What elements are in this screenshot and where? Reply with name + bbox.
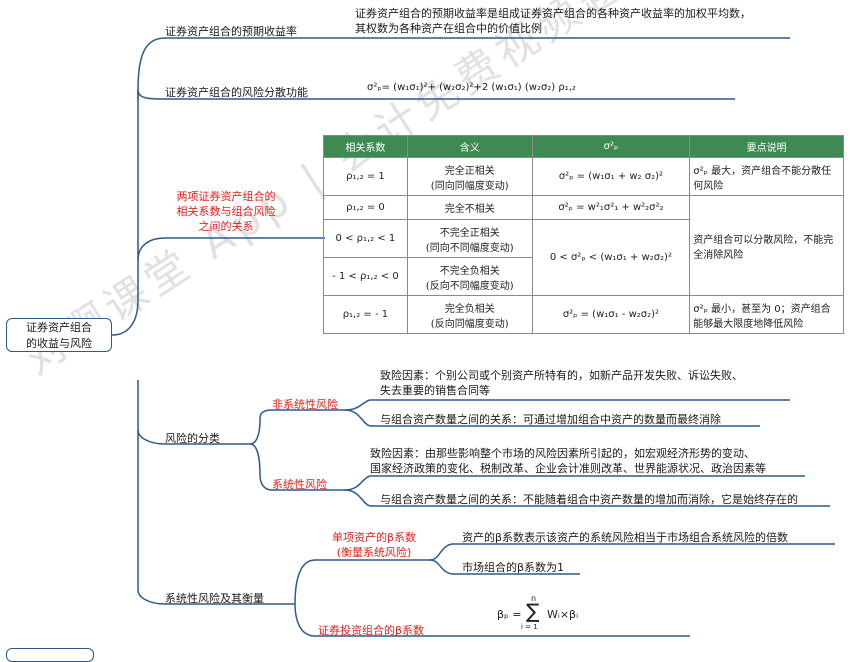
systematic-risk-label[interactable]: 系统性风险 bbox=[272, 478, 327, 491]
formula-sum-bottom: i = 1 bbox=[521, 623, 538, 631]
root-line1: 证券资产组合 bbox=[26, 321, 92, 334]
beta-label[interactable]: 系统性风险及其衡量 bbox=[165, 592, 264, 605]
expected-return-note-line2: 其权数为各种资产在组合中的价值比例 bbox=[355, 22, 542, 35]
unsystematic-cause-line1: 致险因素：个别公司或个别资产所特有的，如新产品开发失败、诉讼失败、 bbox=[380, 369, 743, 382]
beta-definition: 资产的β系数表示该资产的系统风险相当于市场组合系统风险的倍数 bbox=[462, 531, 789, 544]
meaning-line2: (同向同幅度变动) bbox=[430, 180, 509, 192]
single-asset-beta-label[interactable]: 单项资产的β系数 (衡量系统风险) bbox=[318, 530, 430, 560]
cell-coef: ρ₁,₂ = - 1 bbox=[323, 295, 408, 334]
risk-types-label[interactable]: 风险的分类 bbox=[165, 432, 220, 445]
cell-coef: 0 < ρ₁,₂ < 1 bbox=[323, 219, 408, 258]
table-header-row: 相关系数 含义 σ²ₚ 要点说明 bbox=[323, 135, 844, 158]
portfolio-variance-formula: σ²ₚ= (w₁σ₁)²+ (w₂σ₂)²+2 (w₁σ₁) (w₂σ₂) ρ₁… bbox=[367, 82, 576, 93]
meaning-line2: (同向不同幅度变动) bbox=[425, 242, 514, 254]
cell-point: σ²ₚ 最大，资产组合不能分散任何风险 bbox=[689, 157, 844, 196]
cell-point: σ²ₚ 最小，甚至为 0；资产组合能够最大限度地降低风险 bbox=[689, 295, 844, 334]
correlation-label[interactable]: 两项证券资产组合的 相关系数与组合风险 之间的关系 bbox=[166, 189, 286, 234]
cell-coef: - 1 < ρ₁,₂ < 0 bbox=[323, 257, 408, 296]
cell-meaning: 不完全正相关 (同向不同幅度变动) bbox=[406, 219, 533, 258]
portfolio-beta-label[interactable]: 证券投资组合的β系数 bbox=[318, 624, 425, 637]
meaning-line2: (反向不同幅度变动) bbox=[425, 280, 514, 292]
systematic-relation: 与组合资产数量之间的关系：不能随着组合中资产数量的增加而消除，它是始终存在的 bbox=[380, 493, 798, 506]
cell-meaning: 不完全负相关 (反向不同幅度变动) bbox=[406, 257, 533, 296]
table-row: ρ₁,₂ = 0 完全不相关 σ²ₚ = w²₁σ²₁ + w²₂σ²₂ 资产组… bbox=[323, 195, 844, 296]
systematic-cause-line2: 国家经济政策的变化、税制改革、企业会计准则改革、世界能源状况、政治因素等 bbox=[370, 462, 766, 475]
formula-rhs: Wᵢ×βᵢ bbox=[547, 608, 579, 621]
table-row: 0 < ρ₁,₂ < 1 不完全正相关 (同向不同幅度变动) 0 < σ²ₚ < … bbox=[323, 219, 844, 296]
unsystematic-cause: 致险因素：个别公司或个别资产所特有的，如新产品开发失败、诉讼失败、 失去重要的销… bbox=[380, 368, 743, 398]
unsystematic-relation: 与组合资产数量之间的关系：可通过增加组合中资产的数量而最终消除 bbox=[380, 413, 721, 426]
header-meaning: 含义 bbox=[406, 135, 533, 158]
meaning-line2: (反向同幅度变动) bbox=[430, 318, 509, 330]
table-row: ρ₁,₂ = 1 完全正相关 (同向同幅度变动) σ²ₚ = (w₁σ₁ + w₂… bbox=[323, 157, 844, 196]
systematic-cause-line1: 致险因素：由那些影响整个市场的风险因素所引起的，如宏观经济形势的变动、 bbox=[370, 447, 755, 460]
table-row: ρ₁,₂ = - 1 完全负相关 (反向同幅度变动) σ²ₚ = (w₁σ₁ - … bbox=[323, 295, 844, 334]
systematic-cause: 致险因素：由那些影响整个市场的风险因素所引起的，如宏观经济形势的变动、 国家经济… bbox=[370, 446, 766, 476]
sigma-sum-icon: ∑ bbox=[526, 599, 540, 623]
cell-sigma: σ²ₚ = (w₁σ₁ + w₂ σ₂)² bbox=[531, 157, 691, 196]
meaning-line1: 完全正相关 bbox=[444, 165, 495, 177]
cell-coef: ρ₁,₂ = 1 bbox=[323, 157, 408, 196]
unsystematic-risk-label[interactable]: 非系统性风险 bbox=[272, 398, 338, 411]
next-root-node[interactable] bbox=[6, 648, 94, 662]
single-beta-line2: (衡量系统风险) bbox=[336, 546, 412, 559]
meaning-line1: 不完全负相关 bbox=[439, 265, 500, 277]
root-node[interactable]: 证券资产组合 的收益与风险 bbox=[6, 318, 112, 352]
header-point: 要点说明 bbox=[689, 135, 844, 158]
cell-sigma-merged: 0 < σ²ₚ < (w₁σ₁ + w₂σ₂)² bbox=[531, 219, 691, 296]
cell-meaning: 完全负相关 (反向同幅度变动) bbox=[406, 295, 533, 334]
risk-diversify-label[interactable]: 证券资产组合的风险分散功能 bbox=[165, 86, 308, 99]
meaning-line1: 不完全正相关 bbox=[439, 227, 500, 239]
single-beta-line1: 单项资产的β系数 bbox=[331, 531, 417, 544]
portfolio-beta-formula: βₚ = n ∑ i = 1 Wᵢ×βᵢ bbox=[497, 594, 597, 634]
cell-meaning: 完全正相关 (同向同幅度变动) bbox=[406, 157, 533, 196]
cell-point-merged: 资产组合可以分散风险，不能完全消除风险 bbox=[689, 195, 844, 296]
meaning-line1: 完全负相关 bbox=[444, 303, 495, 315]
unsystematic-cause-line2: 失去重要的销售合同等 bbox=[380, 384, 490, 397]
correlation-line3: 之间的关系 bbox=[198, 220, 254, 233]
formula-lhs: βₚ = bbox=[497, 608, 522, 621]
cell-coef: ρ₁,₂ = 0 bbox=[323, 195, 408, 220]
market-beta: 市场组合的β系数为1 bbox=[462, 561, 565, 574]
expected-return-note-line1: 证券资产组合的预期收益率是组成证券资产组合的各种资产收益率的加权平均数， bbox=[355, 7, 751, 20]
correlation-line2: 相关系数与组合风险 bbox=[176, 205, 276, 218]
cell-sigma: σ²ₚ = w²₁σ²₁ + w²₂σ²₂ bbox=[531, 195, 691, 220]
header-coef: 相关系数 bbox=[323, 135, 408, 158]
header-sigma: σ²ₚ bbox=[531, 135, 691, 158]
expected-return-label[interactable]: 证券资产组合的预期收益率 bbox=[165, 25, 297, 38]
formula-sum-top: n bbox=[531, 594, 537, 603]
expected-return-note: 证券资产组合的预期收益率是组成证券资产组合的各种资产收益率的加权平均数， 其权数… bbox=[355, 6, 751, 36]
table-row: - 1 < ρ₁,₂ < 0 不完全负相关 (反向不同幅度变动) bbox=[323, 257, 844, 296]
cell-meaning: 完全不相关 bbox=[406, 195, 533, 220]
correlation-line1: 两项证券资产组合的 bbox=[176, 190, 276, 203]
cell-sigma: σ²ₚ = (w₁σ₁ - w₂σ₂)² bbox=[531, 295, 691, 334]
root-line2: 的收益与风险 bbox=[26, 337, 92, 350]
correlation-table: 相关系数 含义 σ²ₚ 要点说明 ρ₁,₂ = 1 完全正相关 (同向同幅度变动)… bbox=[323, 135, 844, 334]
